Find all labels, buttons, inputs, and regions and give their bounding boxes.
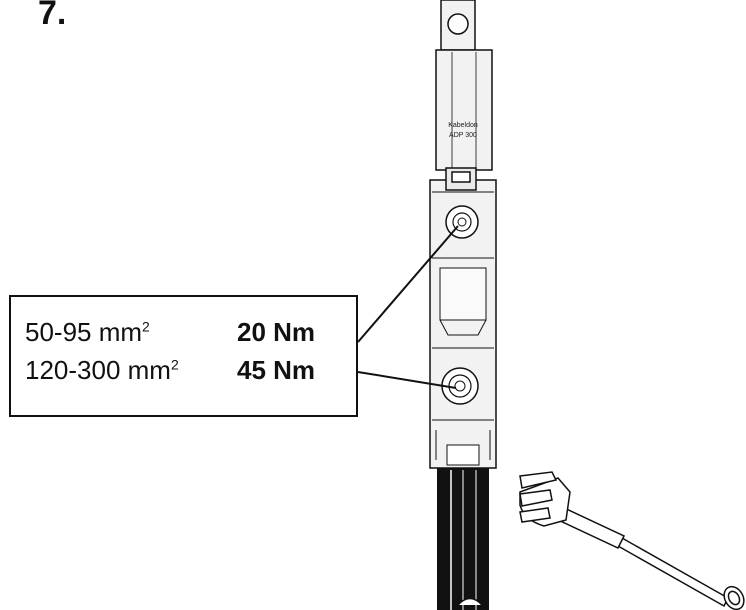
cable-lug xyxy=(435,0,493,171)
device-label-line2: ADP 300 xyxy=(449,132,477,139)
cross-section-range: 50-95 mm2 xyxy=(25,317,150,347)
leader-line-lower xyxy=(357,371,457,389)
torque-row: 50-95 mm2 20 Nm xyxy=(25,317,315,348)
torque-value: 45 Nm xyxy=(237,355,316,385)
lower-bolt xyxy=(441,367,479,405)
torque-table: 50-95 mm2 20 Nm 120-300 mm2 45 Nm xyxy=(9,295,358,417)
torque-row: 120-300 mm2 45 Nm xyxy=(25,355,315,386)
torque-value: 20 Nm xyxy=(237,317,316,347)
step-number: 7. xyxy=(38,0,67,32)
leader-line-upper xyxy=(357,225,459,343)
cable xyxy=(437,468,489,610)
wrench-tool xyxy=(519,471,745,610)
cross-section-range: 120-300 mm2 xyxy=(25,355,179,385)
device-label-line1: Kabeldon xyxy=(448,122,478,129)
